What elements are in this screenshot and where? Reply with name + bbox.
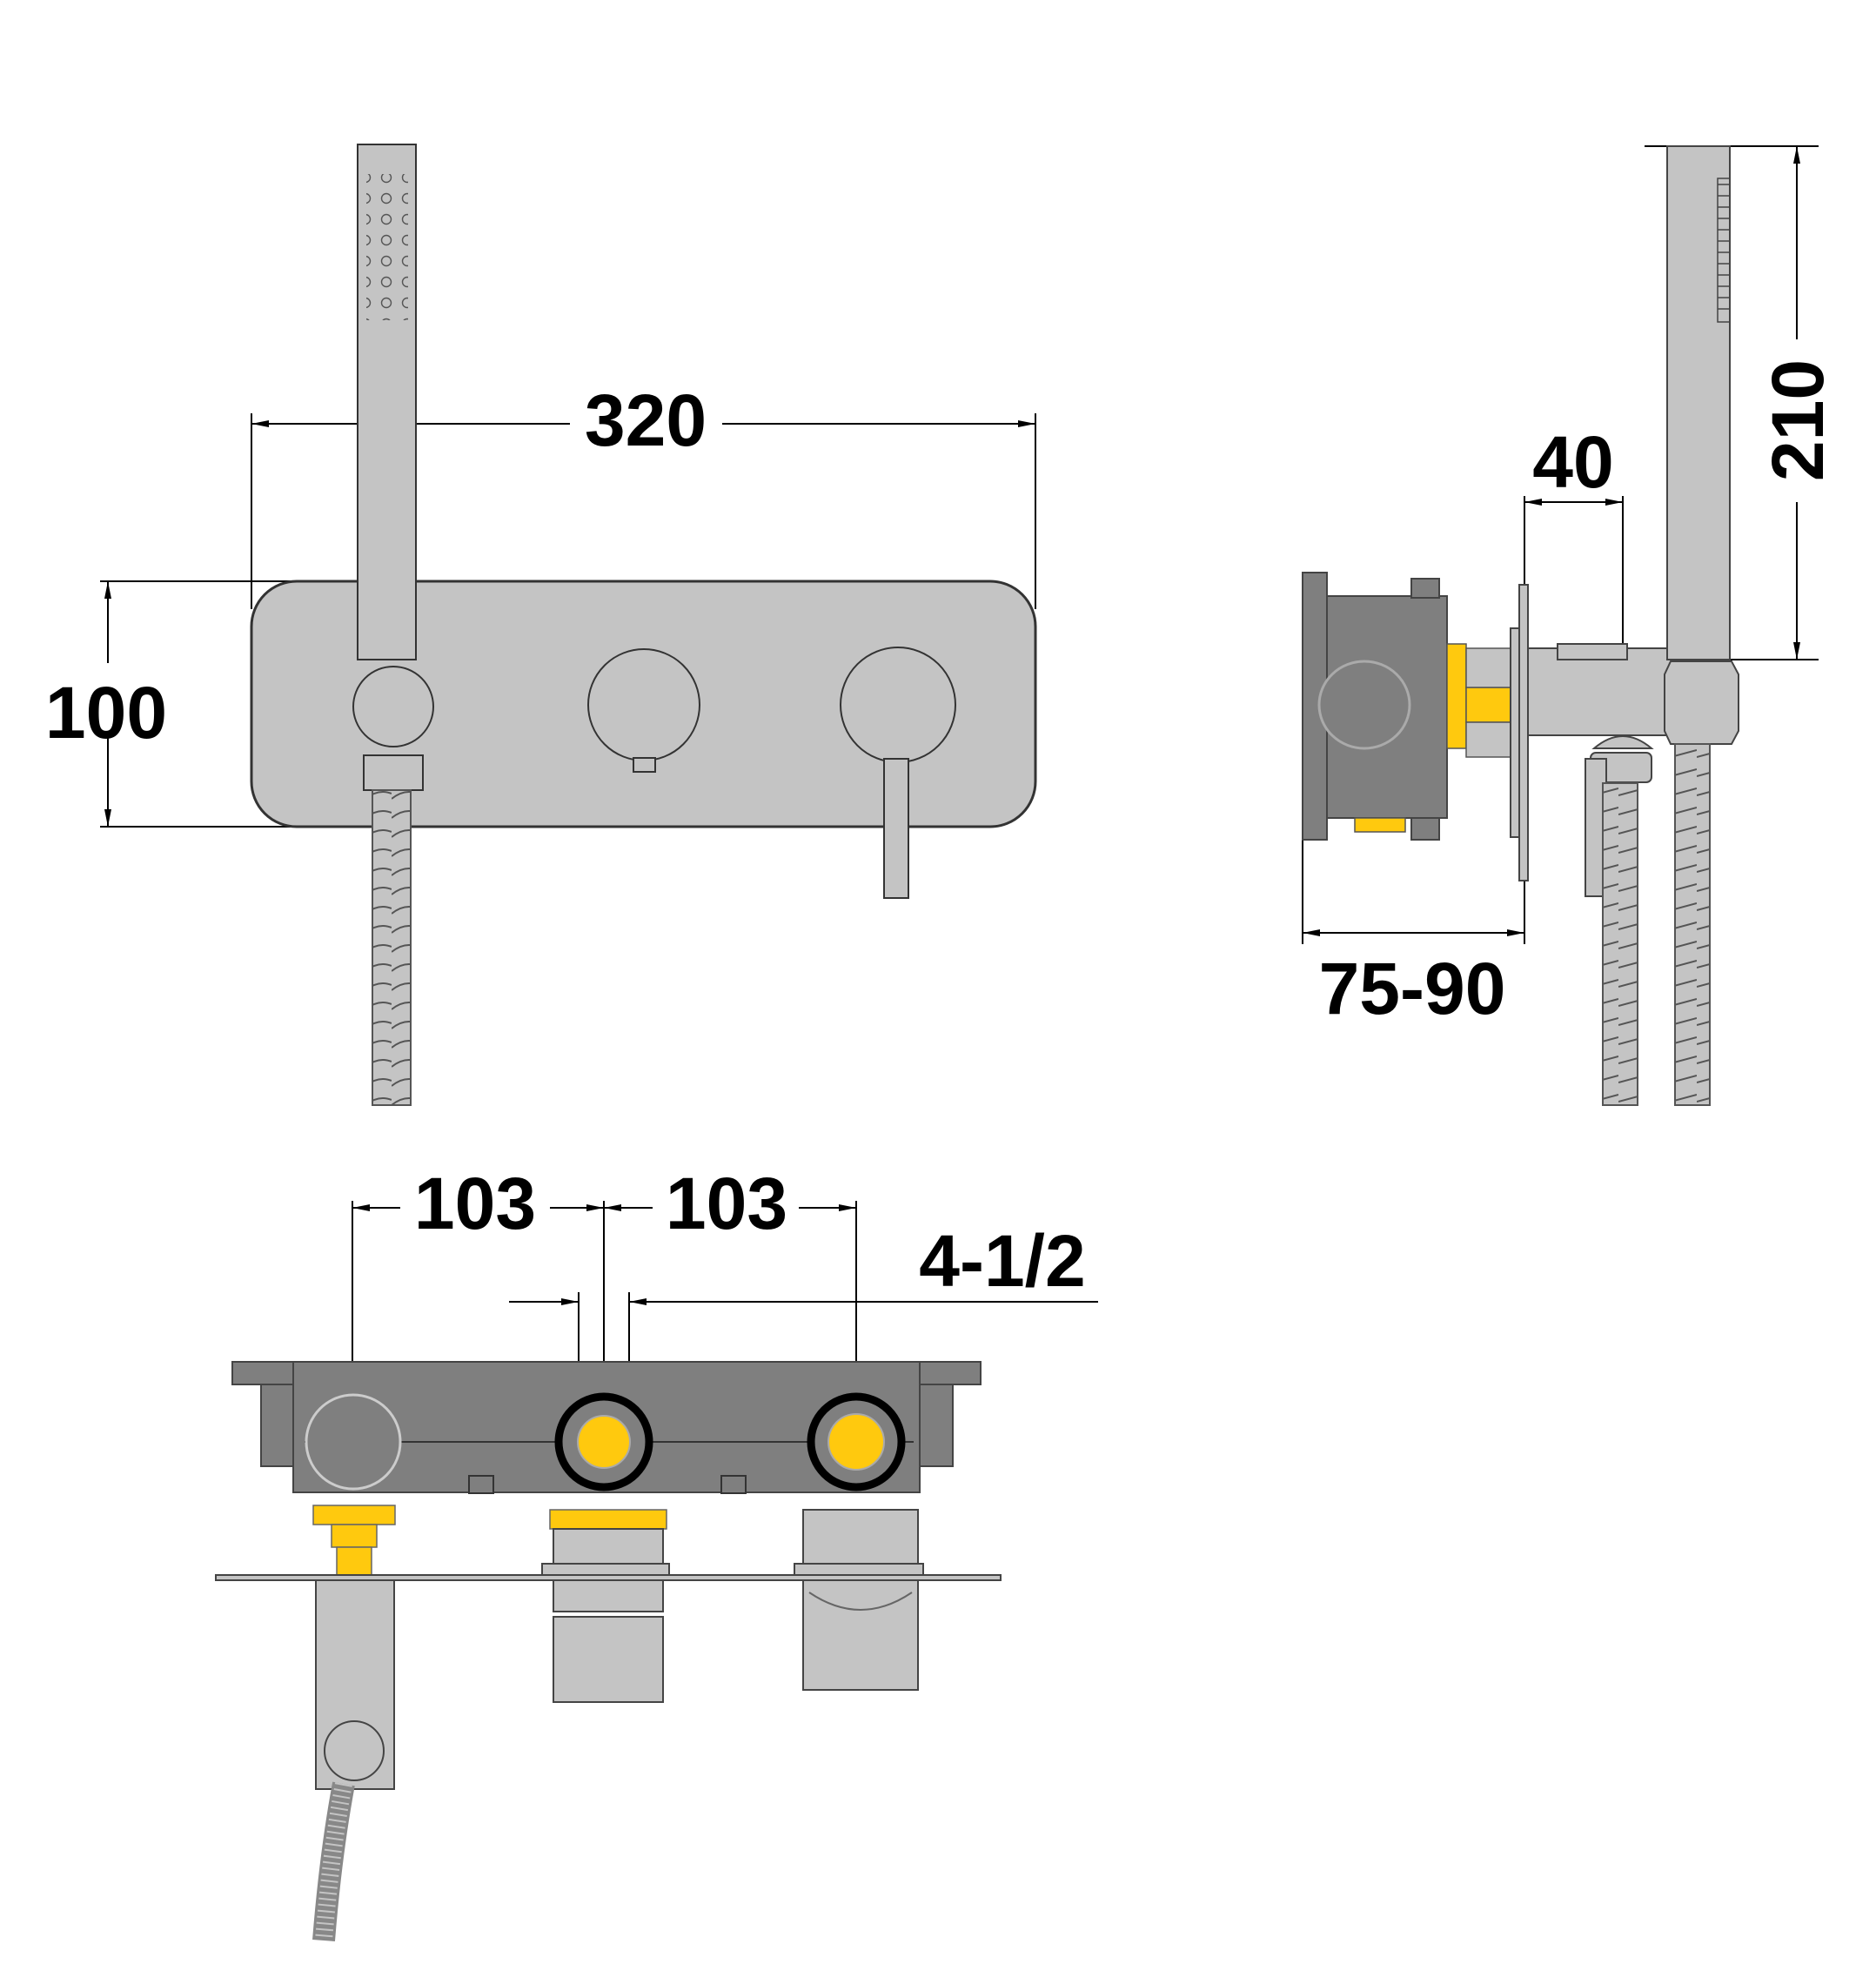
rosette (541, 1563, 670, 1576)
hand-shower-handset-side (1666, 145, 1731, 660)
mixer-lever (883, 758, 909, 899)
sleeve (1465, 721, 1518, 758)
spray-face-side (1717, 178, 1731, 323)
rosette (794, 1563, 924, 1576)
brass-nut (312, 1505, 396, 1525)
sleeve (1465, 647, 1518, 688)
hose-connector (324, 1720, 385, 1781)
diverter-knob-bottom (553, 1579, 664, 1612)
shower-hose-side (1602, 782, 1638, 1106)
handset-holder-bracket (1664, 660, 1739, 745)
plate-edge (1510, 627, 1520, 838)
brass-nut (331, 1524, 378, 1548)
brass-stem (336, 1546, 372, 1576)
handle-curve (808, 1592, 913, 1611)
brass-spindle (1465, 687, 1518, 723)
brass-cartridge (549, 1509, 667, 1530)
body-tab (1410, 578, 1440, 599)
diverter-tab (633, 757, 656, 773)
mixer-handle-base (840, 647, 956, 763)
diverter-knob-cap (553, 1616, 664, 1703)
brass-cartridge-nut (1446, 643, 1467, 749)
body-slot (468, 1475, 494, 1494)
hose-nut (363, 754, 424, 791)
outlet-port (1317, 660, 1411, 750)
shower-hose-bottom (312, 1781, 355, 1942)
shower-hose-side (1674, 743, 1711, 1106)
body-slot (720, 1475, 747, 1494)
shower-hose (372, 789, 412, 1106)
side-view: 210 40 75-90 (1302, 145, 1839, 1106)
inlet-port-brass (577, 1415, 631, 1469)
outlet-port (305, 1393, 402, 1491)
spacing-right-label: 103 (666, 1163, 787, 1244)
thread-size-label: 4-1/2 (919, 1220, 1085, 1302)
mixer-handle-bottom (802, 1579, 919, 1691)
body-tab (1410, 817, 1440, 841)
hose-outlet-holder (352, 666, 434, 747)
front-view: 320 100 (45, 144, 1037, 1106)
spray-nozzles (366, 174, 408, 320)
projection-dimension-label: 40 (1532, 421, 1613, 503)
inlet-port-brass (827, 1413, 885, 1471)
outlet-arm (1527, 647, 1677, 736)
cover-plate-profile (1518, 584, 1529, 881)
depth-dimension-label: 75-90 (1319, 948, 1506, 1029)
diverter-knob (587, 648, 700, 761)
handset-length-dimension-label: 210 (1757, 359, 1839, 481)
bottom-view: 103 103 4-1/2 (215, 1163, 1098, 1942)
width-dimension-label: 320 (585, 379, 707, 461)
height-dimension-label: 100 (45, 672, 167, 754)
brass-nipple (1354, 817, 1406, 833)
outlet-cap (1557, 643, 1628, 660)
hose-connector-dome (1591, 735, 1654, 749)
spacing-left-label: 103 (414, 1163, 536, 1244)
